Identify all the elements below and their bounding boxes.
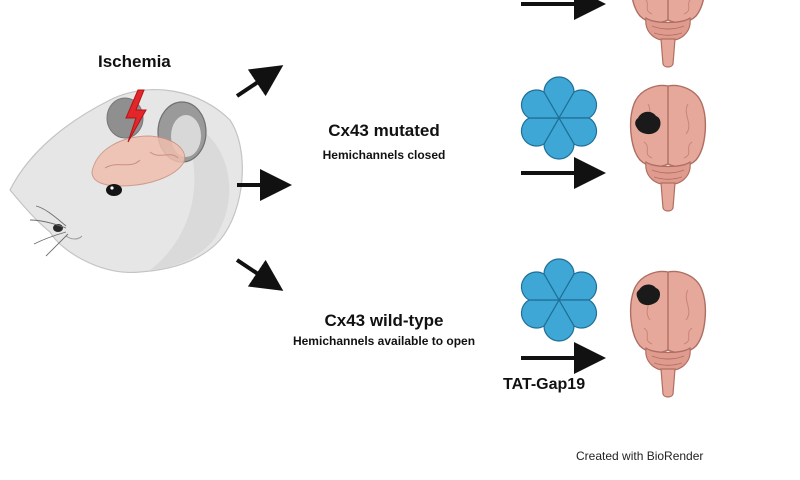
branch-subtitle-mutated: Hemichannels closed bbox=[322, 148, 446, 162]
brain-icon bbox=[629, 84, 707, 212]
lesion-icon bbox=[635, 111, 661, 135]
mouse-icon bbox=[9, 89, 243, 273]
arrow-icon bbox=[235, 65, 292, 291]
branch-subtitle-wildtype: Hemichannels available to open bbox=[292, 334, 476, 348]
credit-text: Created with BioRender bbox=[576, 449, 704, 463]
ischemia-label: Ischemia bbox=[98, 52, 171, 71]
hemichannel-icon bbox=[516, 259, 602, 341]
lesion-icon bbox=[636, 284, 661, 306]
hemichannel-icon bbox=[516, 77, 602, 159]
branch-title-wildtype: Cx43 wild-type bbox=[324, 311, 444, 330]
branch-title-mutated: Cx43 mutated bbox=[328, 121, 440, 140]
treatment-label: TAT-Gap19 bbox=[503, 376, 586, 393]
lightning-icon bbox=[125, 89, 147, 143]
brain-icon bbox=[629, 0, 707, 68]
